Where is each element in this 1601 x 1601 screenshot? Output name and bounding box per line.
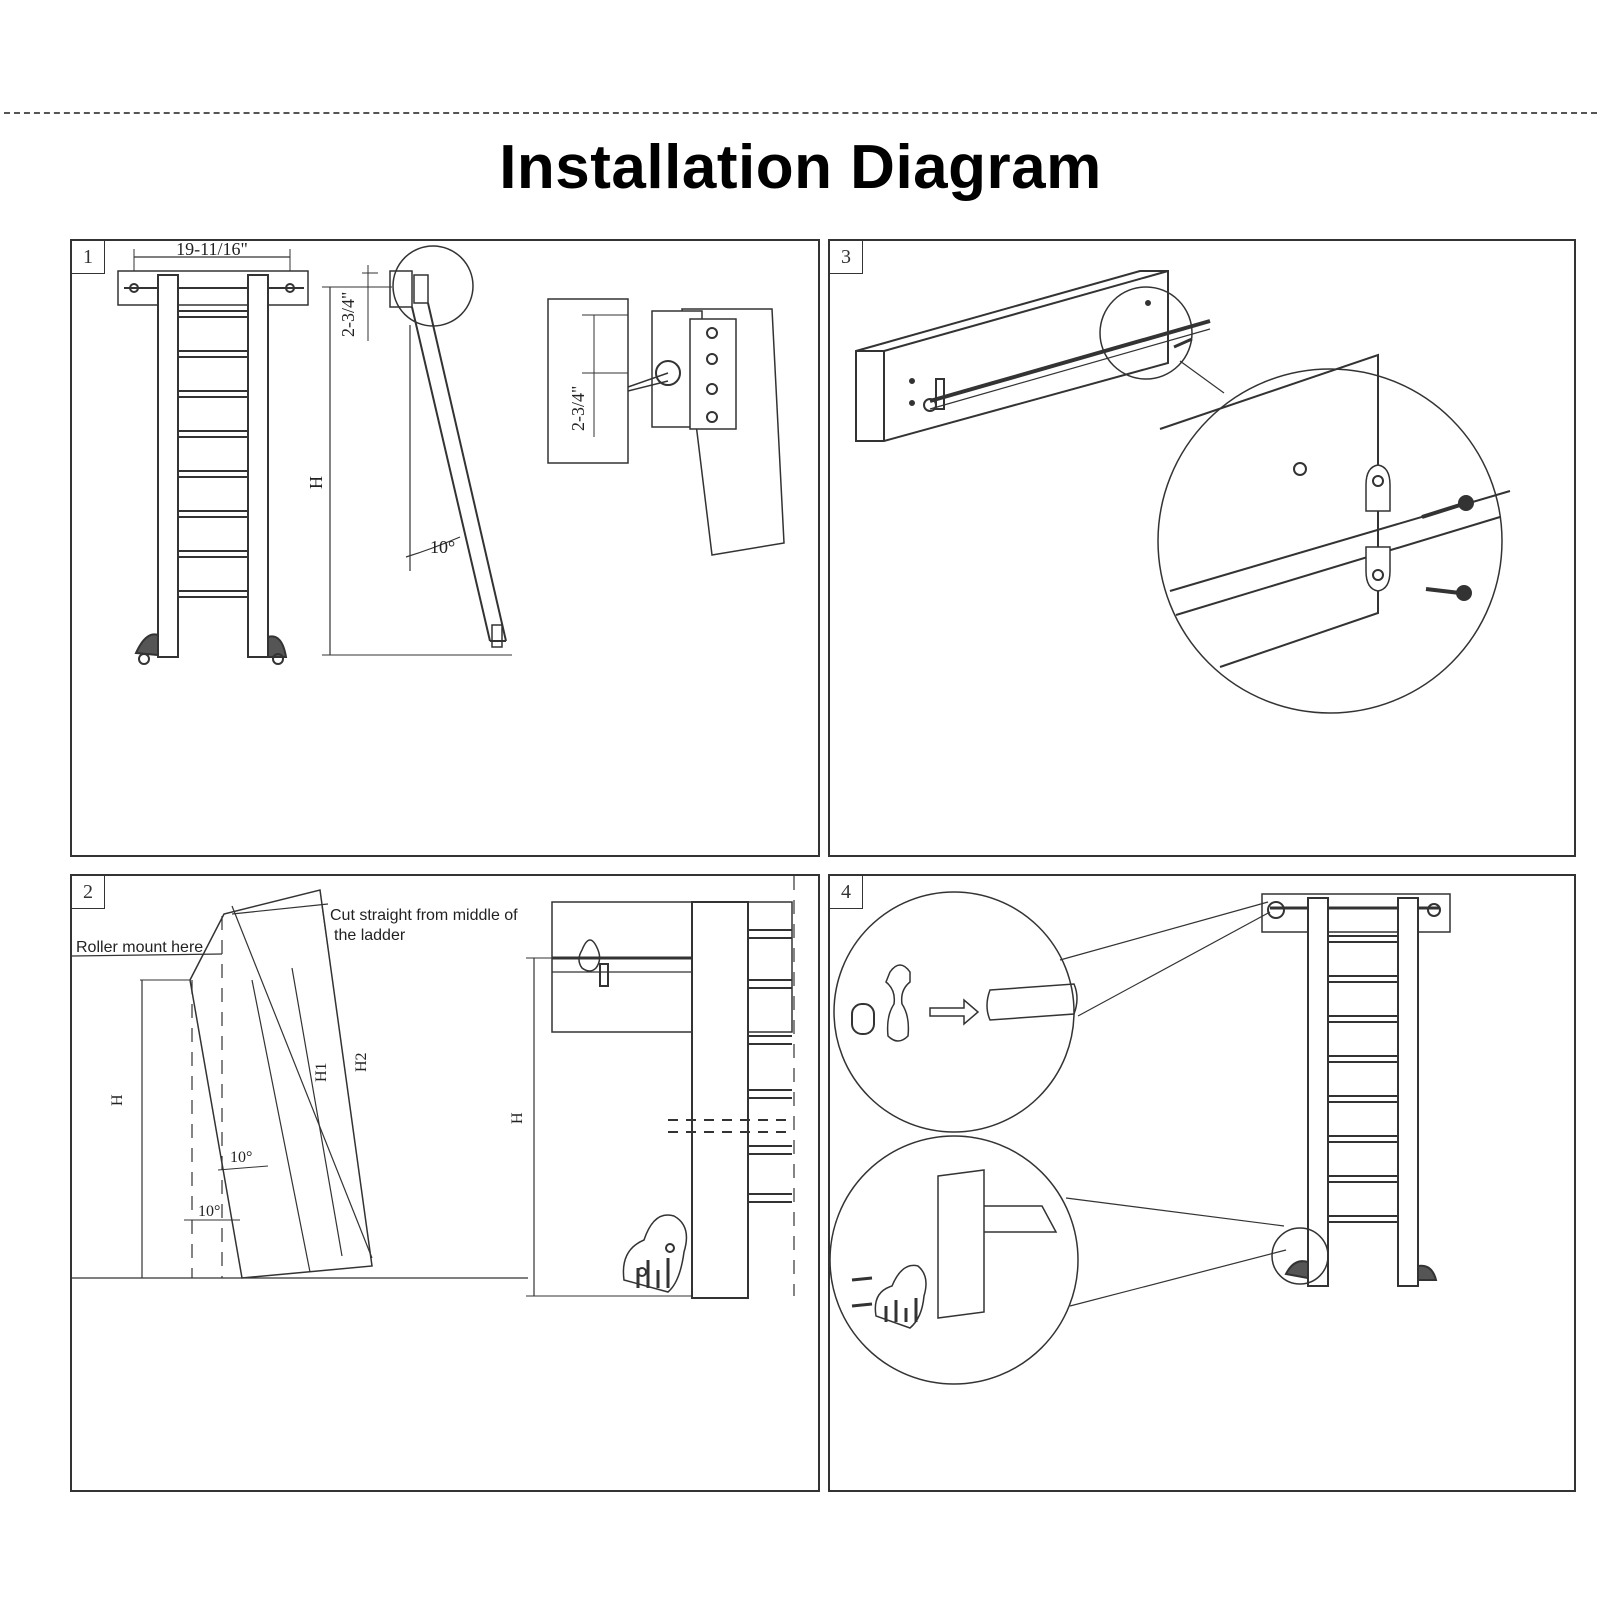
cut-label-line1: Cut straight from middle of — [330, 907, 518, 924]
panel-1-drawing: 19-11/16" 2-3/4" 2-3/4" H 10° — [117, 241, 785, 665]
h-label: H — [109, 1094, 126, 1106]
panel-number: 2 — [72, 876, 105, 909]
panel-4-drawing — [830, 891, 1451, 1385]
panel-number: 1 — [72, 241, 105, 274]
angle-label-a: 10° — [230, 1149, 252, 1166]
panel-3: 3 — [828, 239, 1576, 857]
h-right-label: H — [509, 1112, 526, 1124]
offset-label-a: 2-3/4" — [338, 292, 358, 337]
angle-label-b: 10° — [198, 1203, 220, 1220]
top-dashed-rule — [4, 112, 1597, 114]
angle-label: 10° — [430, 537, 455, 557]
offset-label-b: 2-3/4" — [568, 386, 588, 431]
h1-label: H1 — [313, 1062, 330, 1082]
h2-label: H2 — [353, 1052, 370, 1072]
panel-4: 4 — [828, 874, 1576, 1492]
panel-number: 4 — [830, 876, 863, 909]
height-label: H — [306, 476, 326, 489]
page-title: Installation Diagram — [499, 133, 1102, 202]
cut-label-line2: the ladder — [334, 927, 406, 944]
width-label: 19-11/16" — [176, 241, 248, 259]
panel-1: 1 — [70, 239, 820, 857]
panel-2-drawing: Roller mount here Cut straight from midd… — [72, 876, 795, 1299]
panel-2: 2 — [70, 874, 820, 1492]
panel-number: 3 — [830, 241, 863, 274]
roller-mount-label: Roller mount here — [76, 939, 203, 956]
panel-3-drawing — [855, 270, 1511, 714]
